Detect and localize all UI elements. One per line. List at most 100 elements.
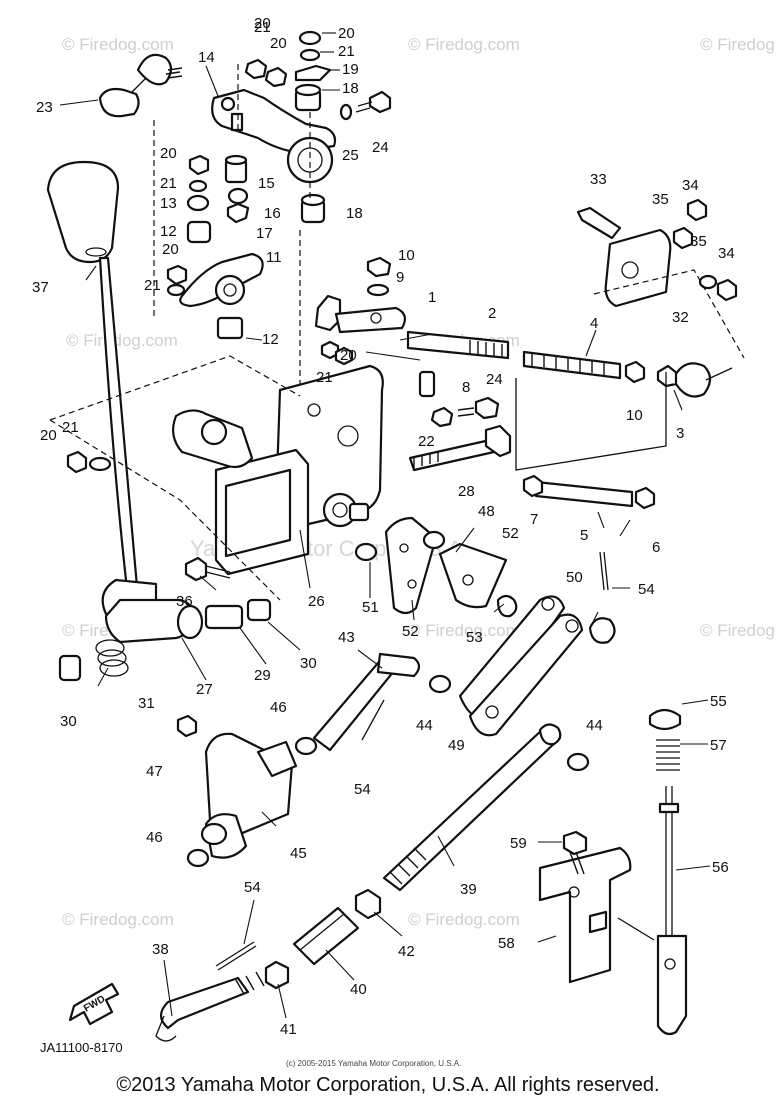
callout-18: 18 <box>342 80 359 97</box>
callout-56: 56 <box>712 859 729 876</box>
callout-37: 37 <box>32 279 49 296</box>
diagram-code: JA11100-8170 <box>40 1040 123 1055</box>
callout-7: 7 <box>530 511 538 528</box>
middle-linkage <box>294 516 616 772</box>
callout-33: 33 <box>590 171 607 188</box>
callout-20: 20 <box>340 347 357 364</box>
callout-15: 15 <box>258 175 275 192</box>
callout-1: 1 <box>428 289 436 306</box>
callout-21: 21 <box>254 19 271 36</box>
callout-21: 21 <box>316 369 333 386</box>
callout-54: 54 <box>638 581 655 598</box>
callout-30: 30 <box>300 655 317 672</box>
callout-45: 45 <box>290 845 307 862</box>
watermark: © Firedog.com <box>62 910 174 929</box>
callout-53: 53 <box>466 629 483 646</box>
watermark: © Firedog.com <box>700 35 776 54</box>
callout-39: 39 <box>460 881 477 898</box>
footer-copyright: ©2013 Yamaha Motor Corporation, U.S.A. A… <box>116 1074 660 1096</box>
main-bracket-assembly <box>49 256 512 601</box>
callout-54: 54 <box>354 781 371 798</box>
callout-52: 52 <box>502 525 519 542</box>
callout-4: 4 <box>590 315 598 332</box>
callout-20: 20 <box>254 15 271 32</box>
callout-21: 21 <box>160 175 177 192</box>
callout-44: 44 <box>416 717 433 734</box>
callout-54: 54 <box>244 879 261 896</box>
callout-21: 21 <box>144 277 161 294</box>
watermark: © Firedog.com <box>62 35 174 54</box>
callout-27: 27 <box>196 681 213 698</box>
watermark: © Firedog.com <box>408 621 520 640</box>
callout-labels: 20 20 21 21 20 19 18 24 25 14 23 20 21 1… <box>32 15 735 1038</box>
callout-12: 12 <box>160 223 177 240</box>
callout-41: 41 <box>280 1021 297 1038</box>
top-linkage <box>98 30 392 396</box>
callout-16: 16 <box>264 205 281 222</box>
callout-8: 8 <box>462 379 470 396</box>
callout-6: 6 <box>652 539 660 556</box>
callout-35: 35 <box>690 233 707 250</box>
callout-58: 58 <box>498 935 515 952</box>
callout-34: 34 <box>682 177 699 194</box>
callout-21: 21 <box>338 43 355 60</box>
callout-26: 26 <box>308 593 325 610</box>
callout-18: 18 <box>346 205 363 222</box>
callout-9: 9 <box>396 269 404 286</box>
callout-5: 5 <box>580 527 588 544</box>
callout-34: 34 <box>718 245 735 262</box>
watermark-layer: © Firedog.com © Firedog.com © Firedog.co… <box>62 35 776 929</box>
callout-21: 21 <box>62 419 79 436</box>
callout-51: 51 <box>362 599 379 616</box>
callout-20: 20 <box>338 25 355 42</box>
callout-46: 46 <box>270 699 287 716</box>
callout-48: 48 <box>478 503 495 520</box>
callout-25: 25 <box>342 147 359 164</box>
callout-30: 30 <box>60 713 77 730</box>
callout-28: 28 <box>458 483 475 500</box>
callout-52: 52 <box>402 623 419 640</box>
callout-14: 14 <box>198 49 215 66</box>
callout-55: 55 <box>710 693 727 710</box>
watermark: © Firedog.com <box>408 35 520 54</box>
callout-17: 17 <box>256 225 273 242</box>
callout-46: 46 <box>146 829 163 846</box>
callout-20: 20 <box>162 241 179 258</box>
callout-20: 20 <box>160 145 177 162</box>
callout-2: 2 <box>488 305 496 322</box>
callout-57: 57 <box>710 737 727 754</box>
callout-59: 59 <box>510 835 527 852</box>
callout-24: 24 <box>372 139 389 156</box>
callout-10: 10 <box>626 407 643 424</box>
callout-43: 43 <box>338 629 355 646</box>
callout-24: 24 <box>486 371 503 388</box>
callout-29: 29 <box>254 667 271 684</box>
callout-31: 31 <box>138 695 155 712</box>
callout-44: 44 <box>586 717 603 734</box>
callout-49: 49 <box>448 737 465 754</box>
callout-12: 12 <box>262 331 279 348</box>
watermark: © Firedog.com <box>408 910 520 929</box>
callout-23: 23 <box>36 99 53 116</box>
callout-11: 11 <box>266 249 282 266</box>
callout-36: 36 <box>176 593 193 610</box>
callout-20: 20 <box>270 35 287 52</box>
callout-38: 38 <box>152 941 169 958</box>
callout-47: 47 <box>146 763 163 780</box>
callout-13: 13 <box>160 195 177 212</box>
callout-50: 50 <box>566 569 583 586</box>
callout-40: 40 <box>350 981 367 998</box>
callout-32: 32 <box>672 309 689 326</box>
callout-22: 22 <box>418 433 435 450</box>
lower-linkage <box>68 708 688 1042</box>
callout-3: 3 <box>676 425 684 442</box>
callout-19: 19 <box>342 61 359 78</box>
watermark: © Firedog.com <box>66 331 178 350</box>
callout-10: 10 <box>398 247 415 264</box>
leader-lines <box>59 32 711 1019</box>
callout-35: 35 <box>652 191 669 208</box>
callout-20: 20 <box>40 427 57 444</box>
shift-knob-assembly <box>46 160 272 682</box>
watermark: © Firedog.com <box>700 621 776 640</box>
